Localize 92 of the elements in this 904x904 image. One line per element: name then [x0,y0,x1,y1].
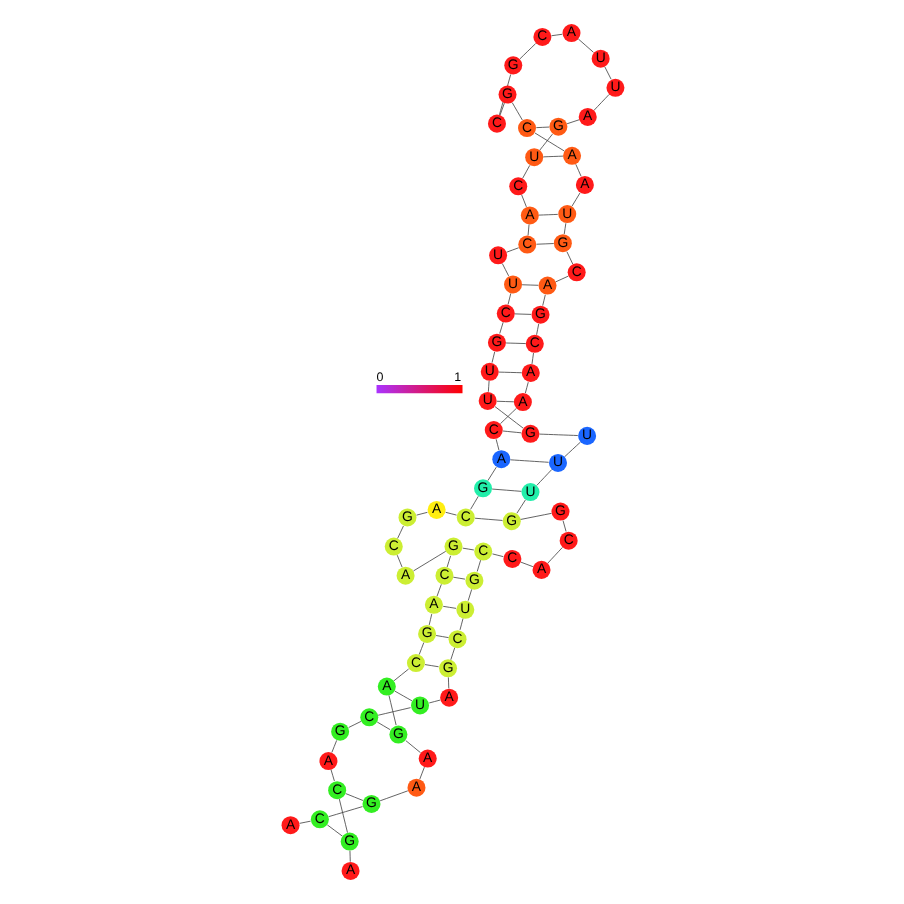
connector [493,406,523,429]
connector [375,721,390,731]
connector [378,790,408,802]
connector [565,119,579,125]
connector [490,488,521,492]
connector [446,677,449,689]
connector [435,583,441,597]
connector [505,247,519,253]
connector [533,132,564,152]
connector [427,699,440,704]
connector [537,213,558,216]
connector [509,459,549,463]
connector [298,820,310,824]
connector [475,559,481,572]
connector [393,690,412,702]
connector [518,43,536,60]
connector [415,511,427,516]
connector [530,352,533,365]
connector [486,380,489,393]
connector [535,323,539,336]
connector [404,740,420,753]
connector [427,613,432,626]
connector [412,550,446,572]
connector [534,126,549,129]
connector [526,224,529,236]
connector [449,647,455,661]
connector [451,576,465,580]
connector [521,164,530,179]
connector [344,793,363,801]
connector [574,163,581,177]
connector [325,824,342,837]
connector [392,668,408,682]
connector [554,275,568,283]
connector [523,381,528,394]
connector [499,408,516,425]
connector [498,102,504,116]
connector [541,155,563,158]
connector [497,371,522,374]
connector [395,554,402,568]
connector [387,694,396,726]
connector [565,251,573,265]
connector [563,441,580,458]
connector [546,547,562,564]
connector [491,553,503,558]
connector [418,766,424,780]
connector [444,511,456,516]
connector [592,94,609,111]
connector [376,707,410,716]
connector [441,605,456,609]
connector [330,739,337,753]
connector [417,642,424,655]
connector [469,495,478,510]
connector [490,351,495,364]
connector [423,664,438,668]
connector [501,430,521,434]
connector [538,133,552,151]
connector [535,243,554,245]
connector [327,806,362,818]
connector [535,469,552,486]
connector [513,313,531,315]
connector [473,517,502,521]
connector [329,769,334,782]
connector [520,284,538,286]
connector [445,555,451,568]
connector [498,321,503,334]
connector [570,192,580,207]
connector [562,222,566,235]
connector [500,263,509,277]
connector [515,499,525,514]
connector [434,635,448,639]
connector [561,520,566,532]
connector [520,194,526,208]
connector [337,798,347,834]
connector [486,466,496,481]
connector [396,525,403,539]
connector [510,102,522,121]
connector [494,438,499,451]
connector [458,618,463,631]
connector [466,588,472,602]
connector [519,512,551,520]
connector [603,66,611,80]
connector [538,433,578,436]
connector [506,293,511,305]
connector [495,400,514,403]
connector [550,33,562,37]
connector [504,342,526,344]
connector [519,561,533,568]
connector [347,720,361,728]
connector [541,294,545,307]
connector [461,547,474,551]
connector [576,38,593,53]
connector [348,850,350,863]
